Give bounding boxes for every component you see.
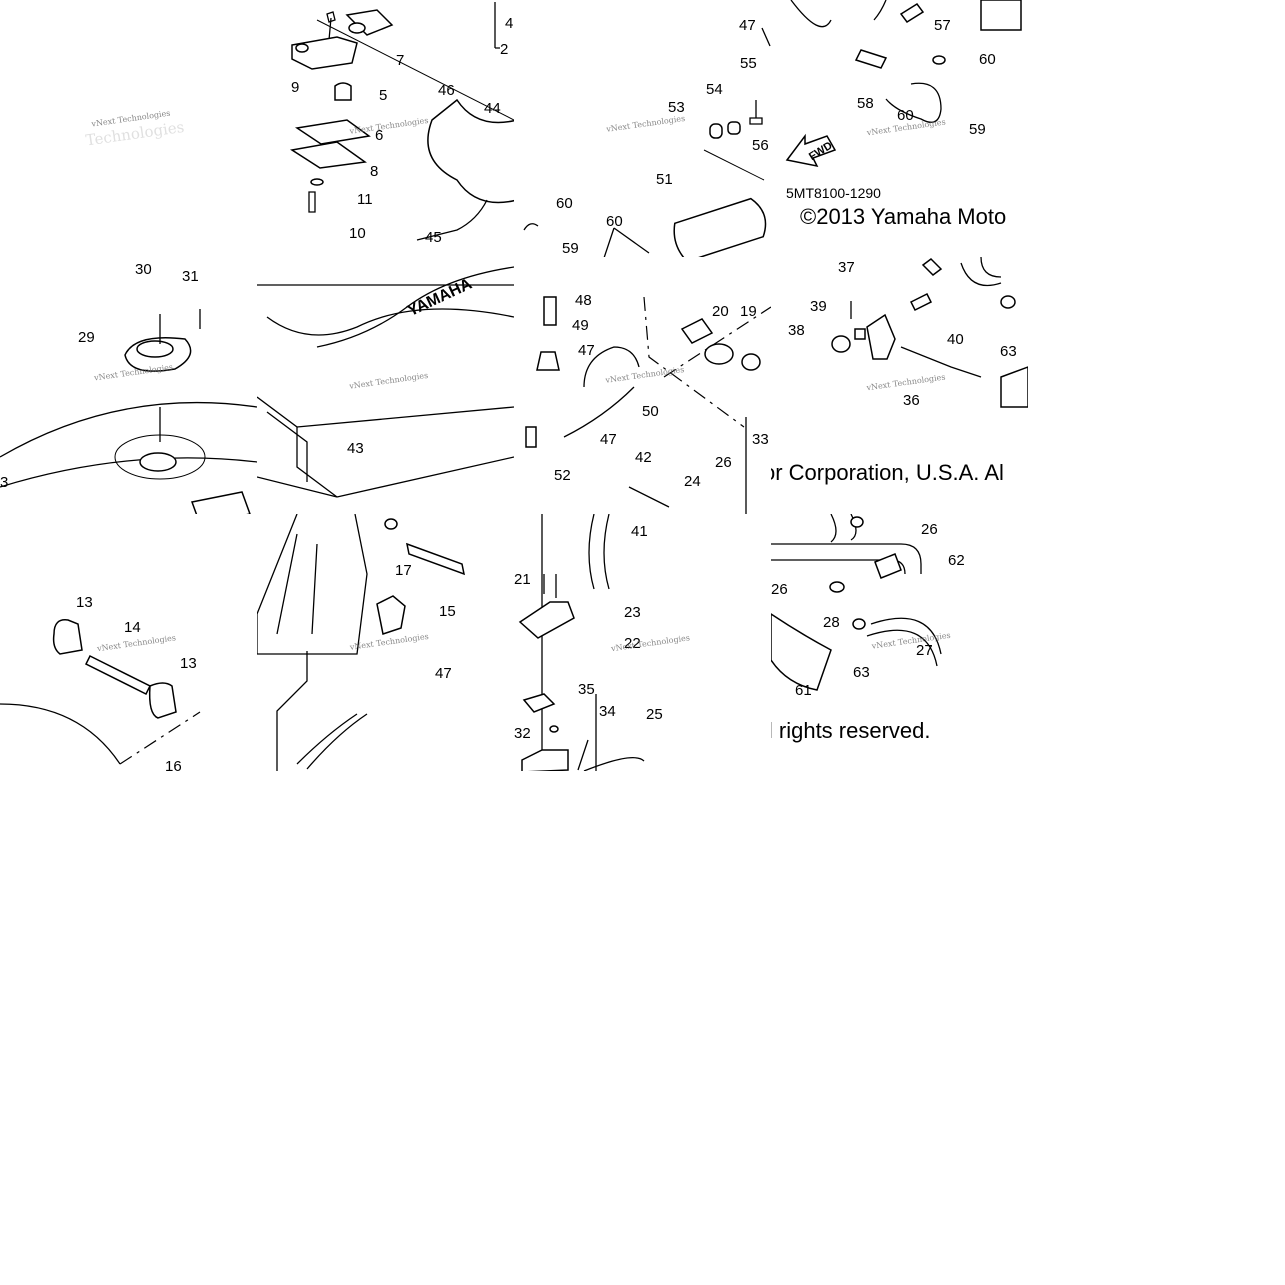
- part-label: 52: [554, 467, 571, 484]
- part-label: 17: [395, 562, 412, 579]
- diagram-code: 5MT8100-1290: [786, 185, 881, 201]
- tile-r0c2: 47 55 54 53 56 60 51 60 59 vNext Technol…: [514, 0, 771, 257]
- part-label: 60: [556, 195, 573, 212]
- part-label: 15: [439, 603, 456, 620]
- part-label: 47: [600, 431, 617, 448]
- part-label: 14: [124, 619, 141, 636]
- part-label: 54: [706, 81, 723, 98]
- part-label: 53: [668, 99, 685, 116]
- part-label: 24: [684, 473, 701, 490]
- part-label: 56: [752, 137, 769, 154]
- part-label: 60: [606, 213, 623, 230]
- part-label: 38: [788, 322, 805, 339]
- part-label: 22: [624, 635, 641, 652]
- watermark: vNext Technologies: [348, 632, 429, 652]
- part-label: 55: [740, 55, 757, 72]
- part-label: 40: [947, 331, 964, 348]
- watermark: vNext Technologies: [610, 633, 691, 653]
- part-label: 10: [349, 225, 366, 242]
- part-label: 29: [78, 329, 95, 346]
- tile-r0c0: vNext Technologies Technologies: [0, 0, 257, 257]
- tile-r0c3: FWD 5MT8100-1290 ©2013 Yamaha Moto 57 60…: [771, 0, 1028, 257]
- part-label: 33: [752, 431, 769, 448]
- part-label: 59: [562, 240, 579, 257]
- part-label: 25: [646, 706, 663, 723]
- tile-r2c1: 18 15 17 47 vNext Technologies: [257, 514, 514, 771]
- watermark: vNext Technologies: [96, 633, 177, 653]
- tile-r2c0: 13 14 13 16 vNext Technologies: [0, 514, 257, 771]
- part-label: 62: [948, 552, 965, 569]
- part-label: 26: [771, 581, 788, 598]
- part-label: 35: [578, 681, 595, 698]
- part-label: 60: [897, 107, 914, 124]
- part-label: 34: [599, 703, 616, 720]
- part-label: 11: [357, 191, 373, 208]
- part-label: 26: [715, 454, 732, 471]
- part-label: 13: [180, 655, 197, 672]
- part-label: 61: [795, 682, 812, 699]
- part-label: 20: [712, 303, 729, 320]
- part-label: 13: [76, 594, 93, 611]
- tile-r1c2: 48 49 47 50 20 19 47 52 42 33 24 26 vNex…: [514, 257, 771, 514]
- part-label: 19: [740, 303, 757, 320]
- part-label: 9: [291, 79, 299, 96]
- part-label: 49: [572, 317, 589, 334]
- part-label: 48: [575, 292, 592, 309]
- part-label: 31: [182, 268, 199, 285]
- watermark: vNext Technologies: [604, 365, 685, 385]
- part-label: 30: [135, 261, 152, 278]
- part-label: 57: [934, 17, 951, 34]
- part-label: 28: [823, 614, 840, 631]
- part-label: 47: [578, 342, 595, 359]
- part-label: 5: [379, 87, 387, 104]
- part-label: 50: [642, 403, 659, 420]
- part-label: 2: [500, 41, 508, 58]
- part-label: 51: [656, 171, 673, 188]
- part-label: 8: [370, 163, 378, 180]
- part-label: 4: [505, 15, 513, 32]
- part-label: 59: [969, 121, 986, 138]
- tile-r2c3: ll rights reserved. 26 62 26 28 27 63 61…: [771, 514, 1028, 771]
- tile-r2c2: 41 21 23 22 35 34 25 32 vNext Technologi…: [514, 514, 771, 771]
- watermark: vNext Technologies: [865, 372, 946, 392]
- part-label: 63: [1000, 343, 1017, 360]
- part-label: 21: [514, 571, 531, 588]
- part-label: 16: [165, 758, 182, 771]
- part-label: 23: [624, 604, 641, 621]
- watermark: vNext Technologies: [348, 116, 429, 136]
- part-label: 26: [921, 521, 938, 538]
- part-label: 6: [375, 127, 383, 144]
- copyright-line-2: or Corporation, U.S.A. Al: [771, 460, 1004, 485]
- part-label: 58: [857, 95, 874, 112]
- tank-brand: YAMAHA: [405, 275, 475, 320]
- part-label: 60: [979, 51, 996, 68]
- part-label: 47: [435, 665, 452, 682]
- part-label: 63: [853, 664, 870, 681]
- part-label: 36: [903, 392, 920, 409]
- part-label: 39: [810, 298, 827, 315]
- part-label: 46: [438, 82, 455, 99]
- watermark: vNext Technologies: [605, 114, 686, 134]
- part-label: 45: [425, 229, 442, 246]
- part-label: 47: [739, 17, 756, 34]
- tile-r0c1: 4 2 7 5 9 6 8 11 10 46 44 45 vNext Techn…: [257, 0, 514, 257]
- part-label: 3: [0, 474, 8, 491]
- part-label: 42: [635, 449, 652, 466]
- part-label: 32: [514, 725, 531, 742]
- tile-r1c0: 12 30 31 29 3 vNext Technologies: [0, 257, 257, 514]
- copyright-line-3: ll rights reserved.: [771, 718, 931, 743]
- watermark: vNext Technologies: [348, 371, 429, 391]
- part-label: 27: [916, 642, 933, 659]
- part-label: 43: [347, 440, 364, 457]
- copyright-line-1: ©2013 Yamaha Moto: [800, 204, 1006, 229]
- tile-r1c3: or Corporation, U.S.A. Al 37 39 40 38 63…: [771, 257, 1028, 514]
- part-label: 7: [396, 52, 404, 69]
- tile-r1c1: YAMAHA 43 vNext Technologies: [257, 257, 514, 514]
- part-label: 41: [631, 523, 648, 540]
- part-label: 44: [484, 100, 501, 117]
- part-label: 37: [838, 259, 855, 276]
